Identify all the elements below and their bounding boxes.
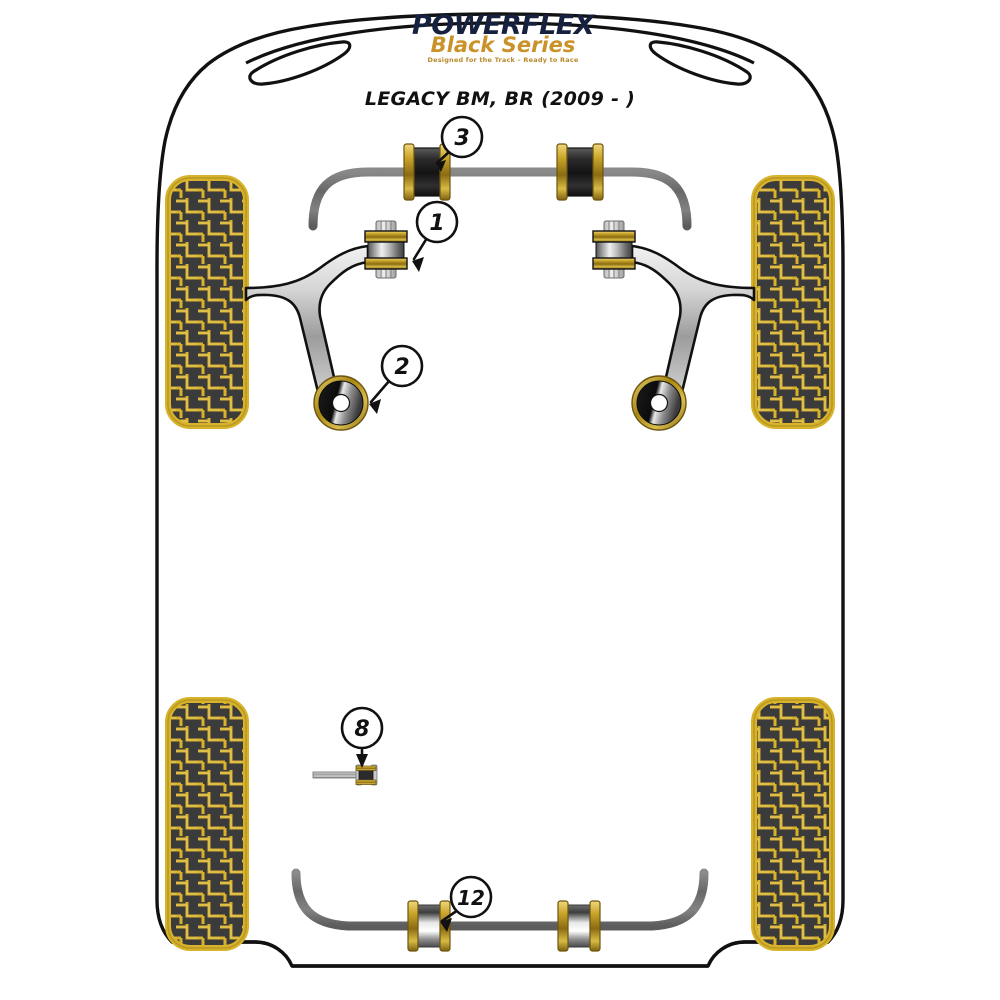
wheel-front-right: [751, 175, 835, 429]
arb-bush-front-left: [403, 143, 451, 201]
wheel-rear-left: [165, 697, 249, 951]
wishbone-rear-bush-right: [631, 375, 687, 431]
callout-number: 8: [354, 717, 369, 742]
rear-mount-rod: [312, 764, 378, 786]
wishbone-rear-bush-left: [313, 375, 369, 431]
powerflex-logo: POWERFLEX Black Series Designed for the …: [396, 12, 610, 84]
callout-12[interactable]: 12: [449, 875, 493, 919]
callout-number: 12: [457, 886, 485, 910]
front-anti-roll-bar: [308, 167, 692, 231]
wheel-rear-right: [751, 697, 835, 951]
callout-arrowheads: [356, 160, 452, 932]
leader-12: [440, 908, 460, 923]
callout-number: 1: [429, 211, 444, 236]
callout-number: 2: [394, 355, 409, 380]
car-body-outline: [155, 12, 845, 968]
arb-bush-front-right: [556, 143, 604, 201]
rear-anti-roll-bar: [291, 868, 709, 931]
leader-3: [435, 150, 451, 165]
callout-number: 3: [454, 126, 469, 151]
brand-tagline: Designed for the Track – Ready to Race: [427, 56, 579, 64]
leader-1: [412, 236, 429, 261]
mirror-right: [648, 40, 752, 86]
front-lower-wishbone-left: [244, 244, 370, 394]
brand-name: POWERFLEX: [411, 10, 595, 41]
callout-2[interactable]: 2: [380, 344, 424, 388]
callout-3[interactable]: 3: [440, 115, 484, 159]
arb-bush-rear-right: [557, 900, 601, 952]
callout-1[interactable]: 1: [415, 200, 459, 244]
leader-2: [369, 378, 392, 404]
mirror-left: [248, 40, 352, 86]
wishbone-front-bush-left: [364, 220, 408, 279]
wheel-front-left: [165, 175, 249, 429]
brand-series: Black Series: [430, 33, 576, 57]
page-title: LEGACY BM, BR (2009 - ): [364, 88, 636, 110]
arb-bush-rear-left: [407, 900, 451, 952]
wishbone-front-bush-right: [592, 220, 636, 279]
callout-8[interactable]: 8: [340, 706, 384, 750]
front-lower-wishbone-right: [630, 244, 756, 394]
